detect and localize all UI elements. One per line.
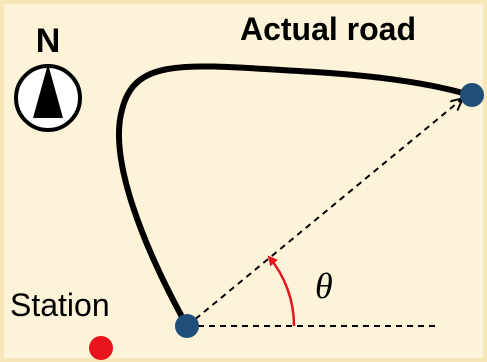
- station-marker: [89, 336, 113, 360]
- angle-arc: [267, 255, 296, 327]
- road-title: Actual road: [240, 11, 416, 47]
- angle-label: θ: [315, 266, 333, 306]
- compass-letter: N: [36, 22, 61, 60]
- actual-road-path: [116, 63, 473, 329]
- end-node: [460, 83, 484, 107]
- displacement-arrow: [186, 99, 462, 327]
- compass-needle: [33, 64, 63, 118]
- start-node: [175, 314, 199, 338]
- north-arrow-icon: N: [14, 22, 82, 132]
- station-label: Station: [10, 287, 110, 323]
